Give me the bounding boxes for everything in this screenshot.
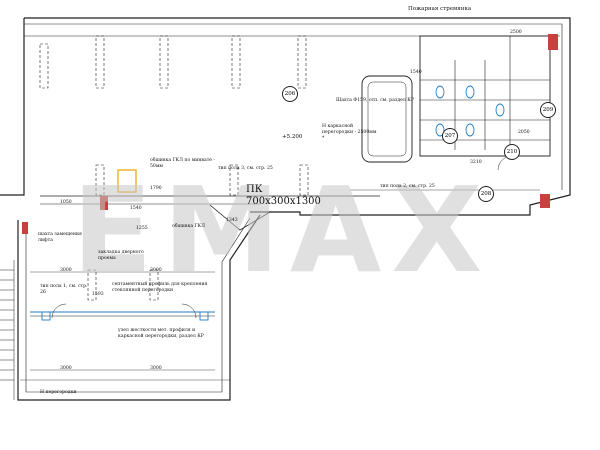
floor-type-3-label: тип пола 3, см. стр. 25 bbox=[218, 166, 273, 171]
dim-label: 1540 bbox=[130, 206, 142, 211]
dim-label: 3000 bbox=[150, 268, 162, 273]
gkl-lining-label: обшивка ГКЛ bbox=[172, 224, 205, 229]
dim-label: 1343 bbox=[226, 218, 238, 223]
floor-type-2-label: тип пола 2, см. стр. 25 bbox=[380, 184, 435, 189]
room-207: 207 bbox=[442, 128, 458, 144]
outer-wall-south bbox=[17, 214, 261, 401]
room-208: 208 bbox=[478, 186, 494, 202]
room-206: 206 bbox=[282, 86, 298, 102]
room-209: 209 bbox=[540, 102, 556, 118]
fire-ladder-label: Пожарная стремянка bbox=[408, 6, 472, 12]
dim-label: 3000 bbox=[60, 366, 72, 371]
frame-partition-label: Н каркасной перегородки - 2500мм * bbox=[322, 124, 377, 141]
lift-shaft-label: шахта замещения лифта bbox=[38, 232, 82, 243]
pk-size: 700х300х1300 bbox=[246, 196, 321, 207]
floor-type-1-label: тип пола 1, см. стр. 26 bbox=[40, 284, 88, 295]
dim-label: 3000 bbox=[60, 268, 72, 273]
sept-profile-label: септаментный профиль для крепления стекл… bbox=[112, 282, 208, 293]
dim-label: 1255 bbox=[136, 226, 148, 231]
door-block-label: закладка дверного проема bbox=[98, 250, 144, 261]
dim-label: 1790 bbox=[150, 186, 162, 191]
dim-label: 2050 bbox=[518, 130, 530, 135]
dim-label: 1593 bbox=[92, 292, 104, 297]
outer-wall-north-east bbox=[24, 17, 571, 216]
gkl-cladding-label: обшивка ГКЛ по минвате - 50мм bbox=[150, 158, 215, 169]
room-210: 210 bbox=[504, 144, 520, 160]
dim-label: 3210 bbox=[470, 160, 482, 165]
h-partition-label: Н перегородки bbox=[40, 390, 77, 395]
outer-wall-west-upper bbox=[0, 18, 25, 196]
dim-label: 3000 bbox=[150, 366, 162, 371]
pk-title: ПК bbox=[246, 184, 263, 195]
elevation-label: +5.200 bbox=[282, 134, 303, 140]
red-accent-right bbox=[540, 194, 550, 208]
dim-label: 1050 bbox=[60, 200, 72, 205]
gkl-box bbox=[117, 169, 137, 193]
red-accent-top-right bbox=[548, 34, 558, 50]
stiffness-node-label: узел жесткости мет. профиля и каркасной … bbox=[118, 328, 204, 339]
dim-label: 1540 bbox=[410, 70, 422, 75]
dim-label: 2500 bbox=[510, 30, 522, 35]
shaft-note-label: Шахта Ф159, отп. см. раздел КР bbox=[336, 98, 414, 103]
